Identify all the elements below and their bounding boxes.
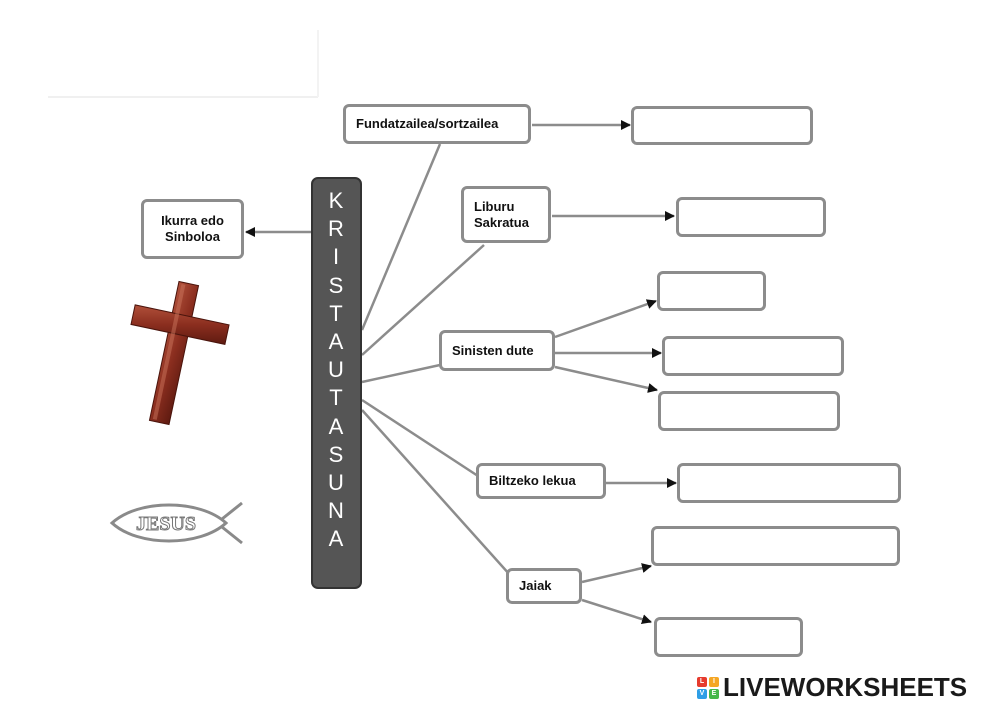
answer-input-founder[interactable] (631, 106, 813, 145)
central-letter: I (332, 244, 341, 270)
logo-square: L (697, 676, 707, 687)
answer-input-feasts-2[interactable] (654, 617, 803, 657)
central-letter: S (328, 272, 345, 298)
symbol-box: Ikurra edo Sinboloa (141, 199, 244, 259)
place-label: Biltzeko lekua (489, 473, 576, 488)
feasts-label: Jaiak (519, 578, 552, 593)
central-letter: U (328, 357, 345, 383)
cross-icon (130, 280, 230, 426)
arrow-beliefs-answer-3 (554, 365, 658, 393)
central-letter: S (328, 441, 345, 467)
ichthys-fish-icon: JESUS (109, 501, 243, 545)
central-letter: K (328, 188, 345, 213)
beliefs-box: Sinisten dute (439, 330, 555, 371)
central-letter: A (328, 329, 345, 355)
line-to-book (361, 244, 485, 356)
founder-box: Fundatzailea/sortzailea (343, 104, 531, 144)
central-letter: N (328, 498, 345, 524)
feasts-box: Jaiak (506, 568, 582, 604)
line-to-founder (360, 143, 442, 331)
central-letter: A (328, 526, 345, 552)
central-letter: T (329, 385, 344, 411)
line-to-feasts (361, 409, 511, 576)
central-letter: U (328, 470, 345, 496)
central-letter: A (328, 413, 345, 439)
arrow-feasts-answer-2 (581, 598, 652, 625)
central-letter: R (328, 216, 345, 242)
answer-input-feasts-1[interactable] (651, 526, 900, 566)
line-to-beliefs (361, 363, 441, 384)
founder-label: Fundatzailea/sortzailea (356, 116, 499, 131)
brand-name: LIVEWORKSHEETS (723, 672, 968, 702)
central-letter: T (329, 300, 344, 326)
answer-input-place[interactable] (677, 463, 901, 503)
answer-input-beliefs-3[interactable] (658, 391, 840, 431)
symbol-label: Ikurra edo Sinboloa (161, 213, 224, 244)
place-box: Biltzeko lekua (476, 463, 606, 499)
logo-square: E (709, 688, 719, 699)
logo-square: V (697, 688, 707, 699)
answer-input-book[interactable] (676, 197, 826, 237)
book-box: Liburu Sakratua (461, 186, 551, 243)
beliefs-label: Sinisten dute (452, 342, 534, 358)
logo-square: I (709, 676, 719, 687)
fish-text: JESUS (136, 513, 196, 535)
arrow-feasts-answer-1 (581, 563, 652, 584)
book-label: Liburu Sakratua (474, 198, 529, 230)
answer-input-beliefs-2[interactable] (662, 336, 844, 376)
arrow-beliefs-answer-1 (554, 299, 657, 339)
line-to-place (361, 398, 479, 478)
answer-input-beliefs-1[interactable] (657, 271, 766, 311)
